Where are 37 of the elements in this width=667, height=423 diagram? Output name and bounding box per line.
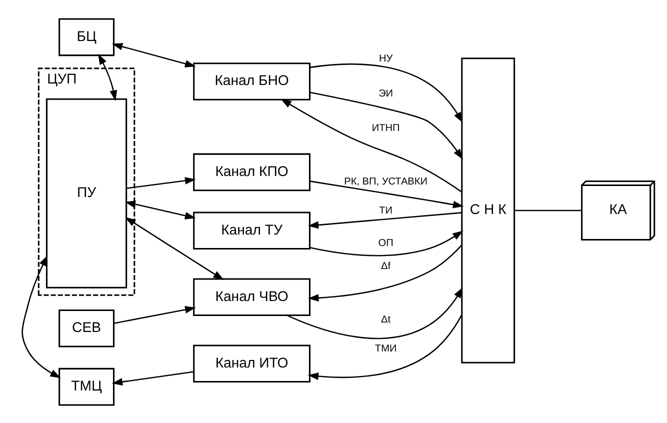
- arrow: [310, 230, 464, 256]
- connector: [514, 209, 582, 211]
- edge-label: ЭИ: [378, 88, 394, 100]
- arrow: [310, 91, 463, 160]
- arrow: [112, 370, 194, 386]
- arrow: [124, 216, 224, 280]
- arrow: [280, 98, 462, 192]
- edge-label: ИТНП: [372, 122, 400, 134]
- edge-label: РК, ВП, УСТАВКИ: [344, 176, 428, 187]
- arrow: [126, 176, 196, 188]
- edge-label: ОП: [378, 237, 394, 248]
- edge-label: Δt: [381, 314, 391, 325]
- arrow: [310, 180, 464, 208]
- arrow: [98, 53, 118, 101]
- node-box: Канал ИТО: [193, 344, 310, 382]
- arrow: [310, 62, 463, 122]
- arrow: [308, 244, 462, 302]
- node-box: ТМЦ: [58, 367, 114, 406]
- arrow: [308, 212, 462, 228]
- arrow: [22, 254, 61, 378]
- arrow: [114, 306, 196, 324]
- node-box: БЦ: [58, 18, 114, 56]
- node-box: С Н К: [461, 57, 516, 363]
- node-box: Канал ТУ: [193, 211, 310, 250]
- node-box: Канал ЧВО: [193, 278, 310, 316]
- node-box: ПУ: [46, 98, 128, 288]
- node-box: Канал БНО: [193, 62, 310, 100]
- arrow: [286, 286, 463, 339]
- arrow: [112, 42, 196, 67]
- edge-label: ТМИ: [374, 343, 397, 354]
- arrow: [124, 200, 196, 219]
- edge-label: ТИ: [379, 205, 393, 216]
- node-box: СЕВ: [58, 309, 114, 347]
- edge-label: Δf: [381, 260, 391, 272]
- edge-label: НУ: [378, 52, 393, 64]
- arrow: [308, 314, 462, 380]
- node-box: Канал КПО: [193, 152, 310, 191]
